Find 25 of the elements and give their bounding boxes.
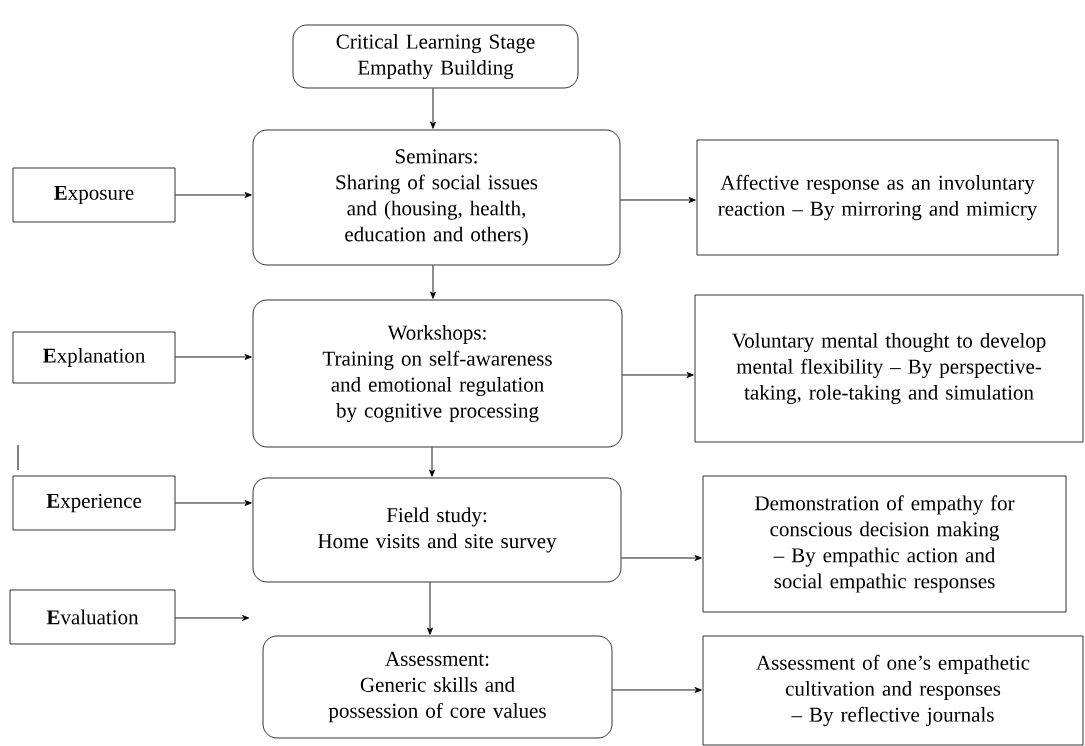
label-box: Affective response as an involuntary reaction – By mirroring and mimicry [696,139,1059,256]
arrow [427,581,433,635]
arrow [430,87,436,129]
arrow [619,197,696,203]
stage-box: Workshops: Training on self-awareness and emotional regulation by cognitive processing [252,299,623,448]
label-box: Voluntary mental thought to develop mental flexibility – By perspective-taking, role-taking and simulation [694,294,1084,443]
arrow [621,372,694,378]
arrow [174,500,252,506]
label-box: Evaluation [9,589,176,645]
arrow [620,555,702,561]
stage-box: Critical Learning Stage Empathy Building [292,24,579,89]
arrow [174,192,252,198]
stage-box: Field study: Home visits and site survey [252,477,622,583]
arrow [174,354,252,360]
stage-box: Assessment: Generic skills and possession of core values [262,635,613,739]
label-box: Explanation [12,331,176,384]
arrow [429,446,435,477]
arrow [174,615,250,621]
label-box: Experience [12,475,176,531]
label-box: Exposure [12,167,176,223]
arrow [430,264,436,299]
label-box: Demonstration of empathy for conscious decision making – By empathic action and social empathic responses [702,475,1067,613]
arrow [611,687,702,693]
label-box: Assessment of one’s empathetic cultivation and responses – By reflective journals [702,635,1084,746]
stage-box: Seminars: Sharing of social issues and (housing, health, education and others) [252,129,621,266]
